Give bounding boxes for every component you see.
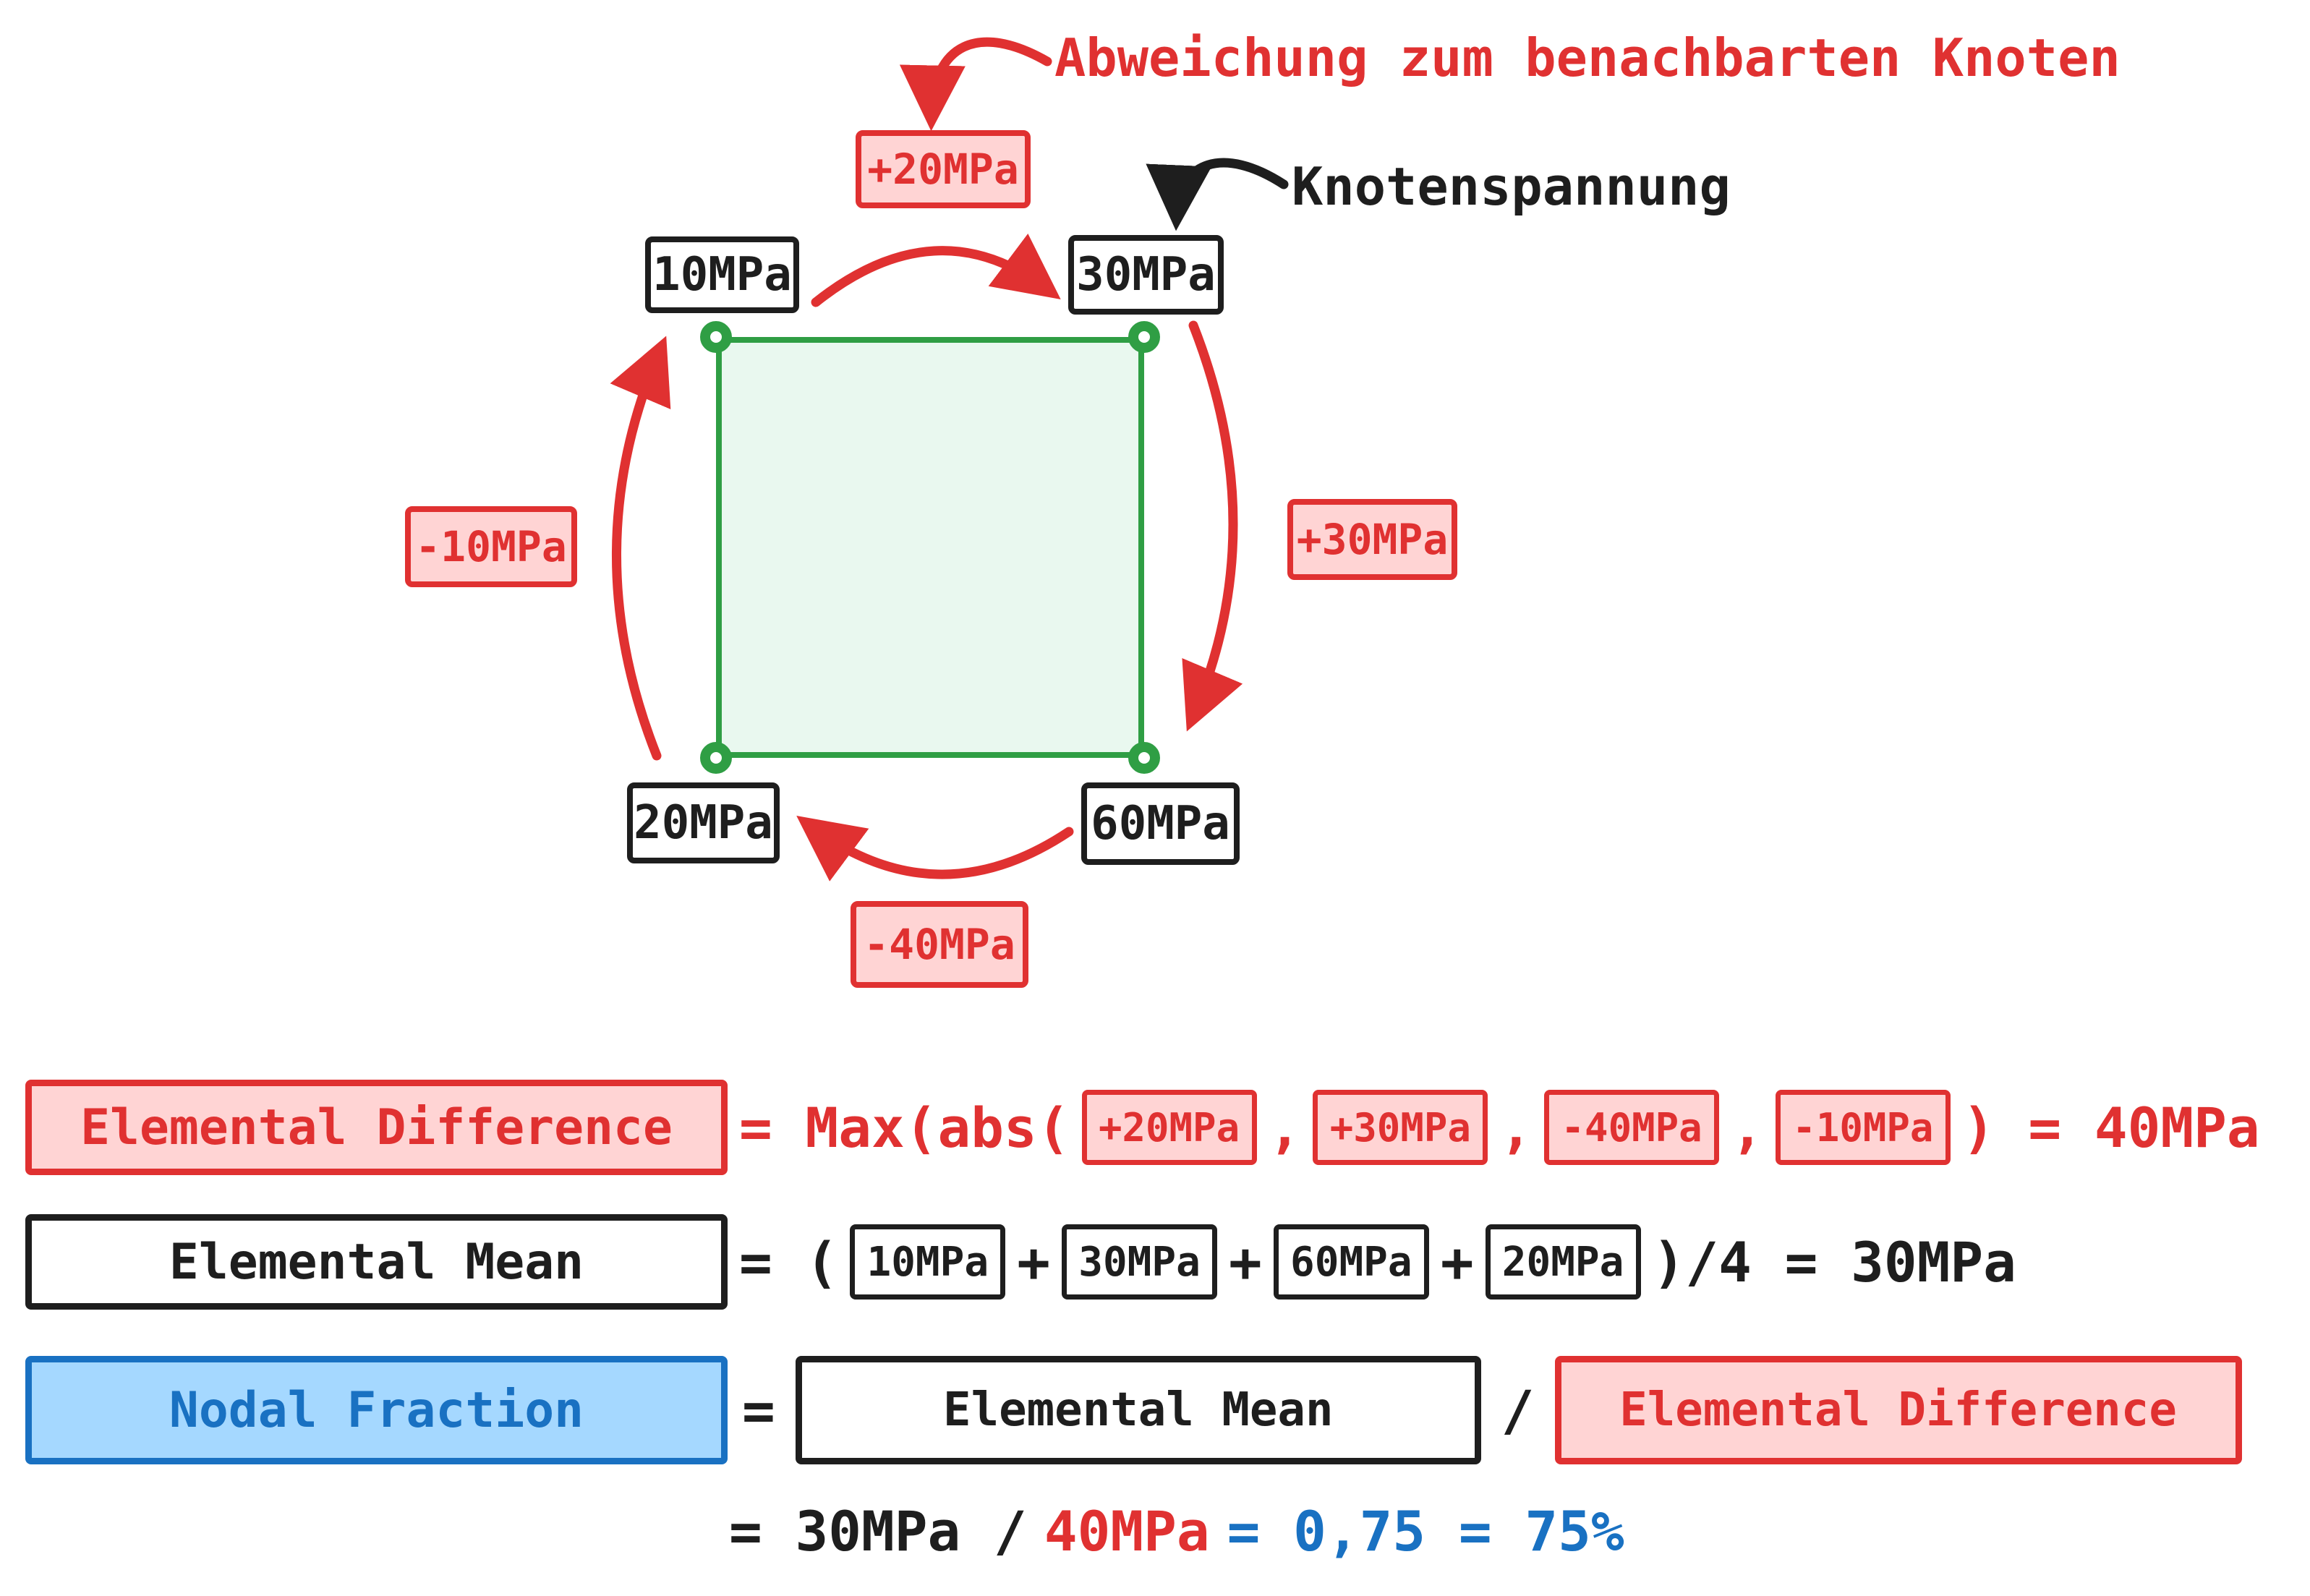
difference-term-2: +30MPa: [1313, 1090, 1488, 1165]
elemental-difference-eq-suffix: ) = 40MPa: [1961, 1095, 2260, 1160]
mean-term-1: 10MPa: [850, 1224, 1006, 1300]
node-stress-bottom-left: 20MPa: [627, 782, 780, 863]
result-difference-value: 40MPa: [1044, 1498, 1210, 1563]
difference-arrow-right: [1182, 320, 1243, 732]
node-stress-top-left: 10MPa: [645, 236, 799, 313]
annotation-stress-label: Knotenspannung: [1292, 156, 1731, 217]
annotation-difference-arrow: [899, 37, 1052, 132]
result-prefix: = 30MPa /: [729, 1498, 1027, 1563]
difference-bottom: -40MPa: [851, 901, 1028, 988]
difference-arrow-left: [610, 336, 671, 761]
annotation-difference-label: Abweichung zum benachbarten Knoten: [1054, 27, 2121, 88]
nodal-fraction-denominator-box: Elemental Difference: [1554, 1356, 2242, 1464]
difference-separator: ,: [1731, 1095, 1764, 1160]
result-fraction-value: = 0,75 = 75%: [1227, 1498, 1624, 1563]
annotation-stress-arrow: [1146, 158, 1289, 231]
elemental-difference-eq-prefix: = Max(abs(: [739, 1095, 1070, 1160]
difference-term-4: -10MPa: [1775, 1090, 1951, 1165]
nodal-fraction-divide: /: [1501, 1378, 1535, 1443]
element-node-marker-bottom-left: [700, 742, 732, 774]
formula-nodal-fraction: Nodal Fraction = Elemental Mean / Elemen…: [25, 1356, 2254, 1464]
formula-elemental-mean: Elemental Mean = ( 10MPa + 30MPa + 60MPa…: [25, 1214, 2028, 1310]
elemental-mean-eq-prefix: = (: [739, 1229, 839, 1294]
nodal-fraction-equals: =: [742, 1378, 775, 1443]
element-node-marker-top-left: [700, 321, 732, 353]
formula-elemental-difference: Elemental Difference = Max(abs( +20MPa ,…: [25, 1080, 2272, 1175]
elemental-mean-label-box: Elemental Mean: [25, 1214, 728, 1310]
difference-term-3: -40MPa: [1544, 1090, 1720, 1165]
element-node-marker-bottom-right: [1128, 742, 1160, 774]
difference-separator: ,: [1268, 1095, 1302, 1160]
mean-separator: +: [1017, 1229, 1051, 1294]
mean-separator: +: [1229, 1229, 1262, 1294]
nodal-fraction-label-box: Nodal Fraction: [25, 1356, 728, 1464]
elemental-difference-label-box: Elemental Difference: [25, 1080, 728, 1175]
mean-term-2: 30MPa: [1062, 1224, 1218, 1300]
node-stress-top-right: 30MPa: [1068, 235, 1224, 315]
difference-arrow-bottom: [796, 816, 1074, 882]
node-stress-bottom-right: 60MPa: [1081, 782, 1240, 865]
difference-separator: ,: [1499, 1095, 1533, 1160]
element-node-marker-top-right: [1128, 321, 1160, 353]
nodal-fraction-numerator-box: Elemental Mean: [795, 1356, 1481, 1464]
mean-separator: +: [1440, 1229, 1474, 1294]
difference-top: +20MPa: [856, 130, 1031, 208]
difference-arrow-top: [811, 234, 1061, 307]
formula-result: = 30MPa / 40MPa = 0,75 = 75%: [729, 1498, 1636, 1563]
mean-term-4: 20MPa: [1485, 1224, 1641, 1300]
difference-right: +30MPa: [1287, 499, 1457, 580]
difference-term-1: +20MPa: [1081, 1090, 1257, 1165]
finite-element-face: [716, 337, 1144, 758]
mean-term-3: 60MPa: [1273, 1224, 1429, 1300]
elemental-mean-eq-suffix: )/4 = 30MPa: [1652, 1229, 2016, 1294]
difference-left: -10MPa: [405, 506, 577, 587]
